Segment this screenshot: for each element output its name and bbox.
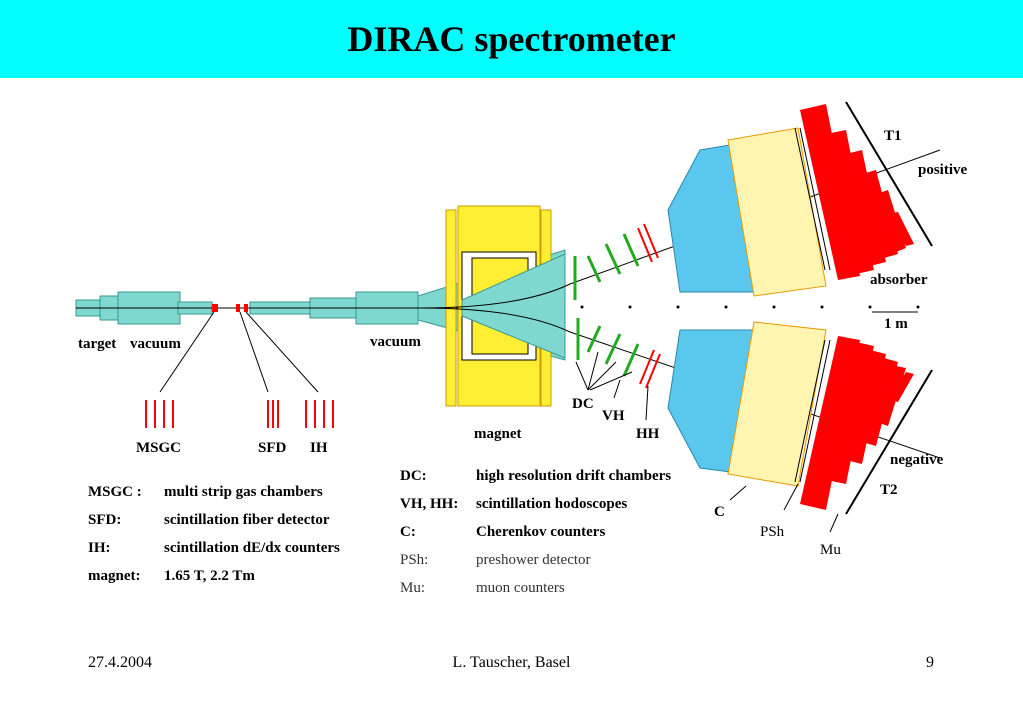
label-hh: HH (636, 426, 660, 442)
particle-tracks (419, 149, 941, 459)
legend-row-magnet: magnet: 1.65 T, 2.2 Tm (88, 568, 388, 596)
label-mu: Mu (820, 542, 841, 558)
legend-value: preshower detector (476, 552, 591, 568)
station-bars (145, 400, 334, 428)
legend-value: scintillation dE/dx counters (164, 540, 340, 556)
label-t2: T2 (880, 482, 898, 498)
legend-key: VH, HH: (400, 496, 459, 512)
legend-value: muon counters (476, 580, 565, 596)
sfd-on-beam (236, 304, 240, 312)
title-bar (0, 0, 1023, 78)
t1-line (845, 101, 933, 247)
legend-value: scintillation fiber detector (164, 512, 330, 528)
muon-blocks (800, 104, 914, 510)
legend-row-c: C: Cherenkov counters (400, 524, 700, 552)
label-vacuum-mid: vacuum (370, 334, 421, 350)
legend-row-psh: PSh: preshower detector (400, 552, 700, 580)
label-vh: VH (602, 408, 625, 424)
preshower-lower (727, 321, 827, 487)
page-title: DIRAC spectrometer (347, 19, 676, 59)
drift-chambers (573, 233, 640, 377)
footer-date: 27.4.2004 (88, 654, 152, 671)
legend-key: SFD: (88, 512, 122, 528)
legend-value: multi strip gas chambers (164, 484, 323, 500)
hodoscopes (637, 223, 661, 389)
legend-value: scintillation hodoscopes (476, 496, 628, 512)
label-target: target (78, 336, 116, 352)
label-psh: PSh (760, 524, 785, 540)
label-msgc: MSGC (136, 440, 181, 456)
label-vacuum-left: vacuum (130, 336, 181, 352)
label-negative: negative (890, 452, 944, 468)
legend-right: DC: high resolution drift chambers VH, H… (400, 468, 700, 608)
legend-row-dc: DC: high resolution drift chambers (400, 468, 700, 496)
t2-line (845, 369, 933, 515)
legend-key: Mu: (400, 580, 426, 596)
footer-page-number: 9 (926, 654, 934, 671)
pointer-lines (159, 311, 839, 533)
label-ih: IH (310, 440, 328, 456)
label-scale: 1 m (884, 316, 908, 332)
legend-value: high resolution drift chambers (476, 468, 672, 484)
legend-key: DC: (400, 468, 427, 484)
label-sfd: SFD (258, 440, 287, 456)
legend-left: MSGC : multi strip gas chambers SFD: sci… (88, 484, 388, 596)
legend-key: C: (400, 524, 416, 540)
label-absorber: absorber (870, 272, 928, 288)
magnet (445, 205, 566, 407)
legend-key: MSGC : (88, 484, 142, 500)
legend-value: 1.65 T, 2.2 Tm (164, 568, 255, 584)
label-magnet: magnet (474, 426, 522, 442)
legend-key: IH: (88, 540, 111, 556)
legend-row-mu: Mu: muon counters (400, 580, 700, 608)
footer-author: L. Tauscher, Basel (452, 654, 571, 671)
label-t1: T1 (884, 128, 902, 144)
msgc-on-beam (212, 304, 218, 312)
preshower-upper (727, 127, 827, 297)
ih-on-beam (244, 304, 248, 312)
label-positive: positive (918, 162, 968, 178)
legend-key: PSh: (400, 552, 429, 568)
legend-row-ih: IH: scintillation dE/dx counters (88, 540, 388, 568)
label-c: C (714, 504, 725, 520)
legend-row-vh-hh: VH, HH: scintillation hodoscopes (400, 496, 700, 524)
legend-key: magnet: (88, 568, 141, 584)
distance-dots (580, 305, 920, 309)
legend-row-sfd: SFD: scintillation fiber detector (88, 512, 388, 540)
legend-value: Cherenkov counters (476, 524, 606, 540)
legend-row-msgc: MSGC : multi strip gas chambers (88, 484, 388, 512)
label-dc: DC (572, 396, 594, 412)
psh-planes (794, 127, 831, 483)
